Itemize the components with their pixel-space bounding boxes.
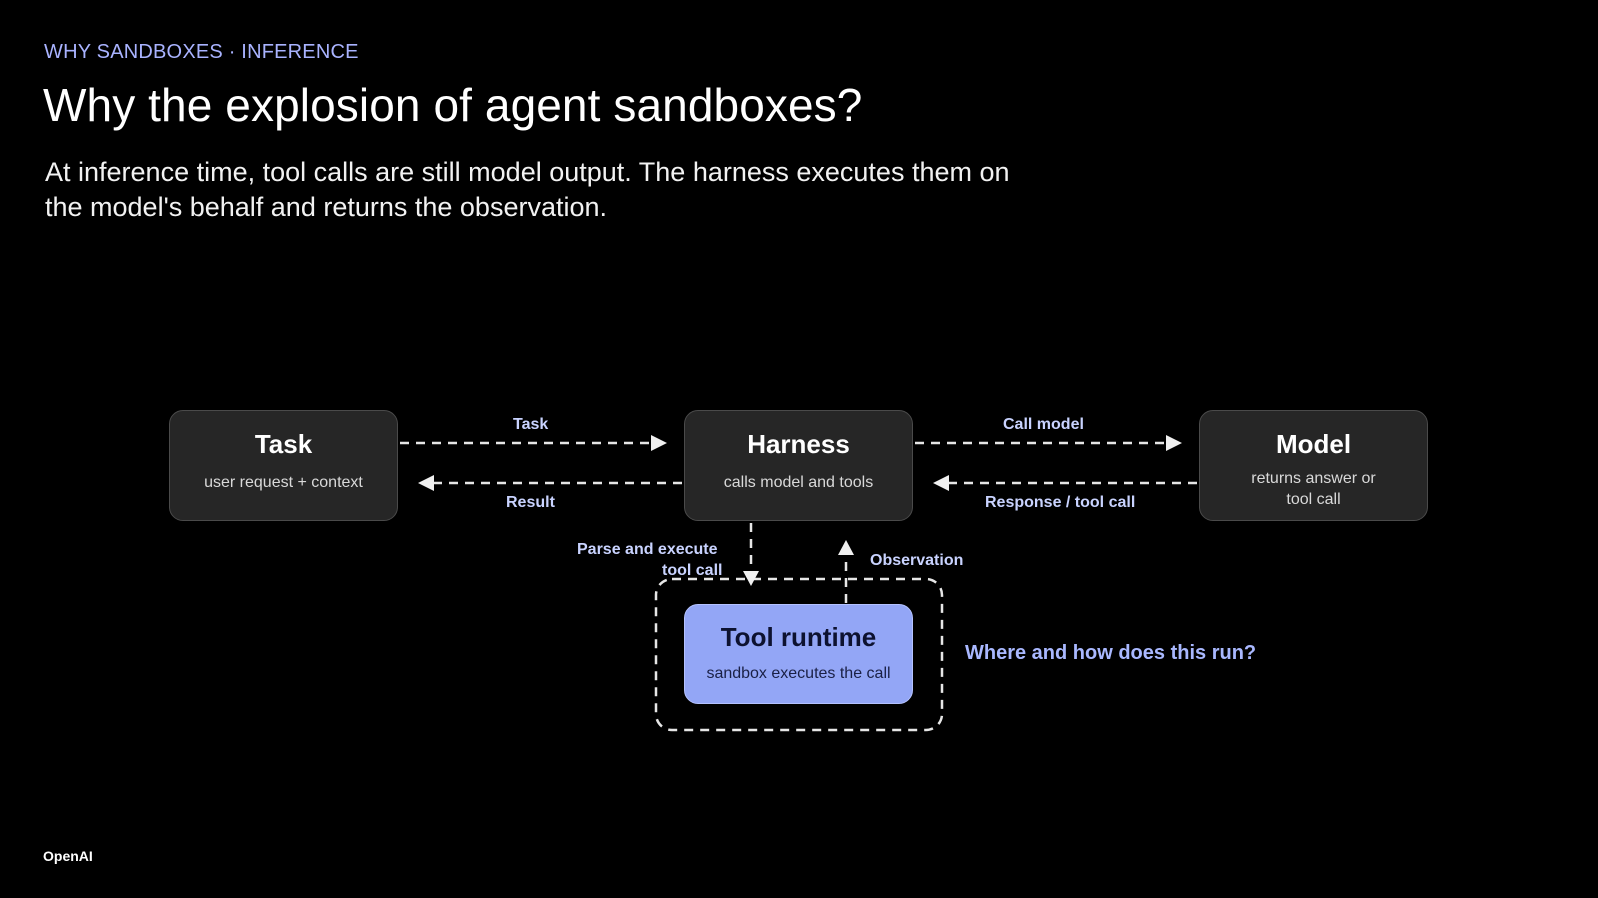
sandbox-boundary xyxy=(654,577,944,732)
tool-runtime-node-name: Tool runtime xyxy=(720,622,877,652)
task-node: Task user request + context xyxy=(169,410,398,521)
sandbox-question: Where and how does this run? xyxy=(965,642,1257,664)
task-node-desc: user request + context xyxy=(204,474,363,491)
edge-label-call-model: Call model xyxy=(1003,416,1084,433)
harness-node: Harness calls model and tools xyxy=(684,410,913,521)
harness-node-name: Harness xyxy=(747,429,850,459)
edge-label-observation: Observation xyxy=(870,552,964,569)
arrowhead-harness-to-model xyxy=(1166,435,1182,451)
edge-label-response: Response / tool call xyxy=(985,494,1136,511)
edge-label-parse-execute: Parse and execute xyxy=(577,541,718,558)
model-node: Model returns answer or tool call xyxy=(1199,410,1428,521)
tool-runtime-node-desc: sandbox executes the call xyxy=(706,665,891,682)
arrowhead-model-to-harness xyxy=(933,475,949,491)
task-node-name: Task xyxy=(254,429,313,459)
arrowhead-harness-to-task xyxy=(418,475,434,491)
arrowhead-runtime-to-harness xyxy=(838,540,854,555)
arrowhead-harness-to-runtime xyxy=(743,571,759,586)
model-node-desc: returns answer or tool call xyxy=(1251,470,1376,508)
brand-logo: OpenAI xyxy=(43,848,93,864)
edge-label-task: Task xyxy=(513,416,549,433)
tool-runtime-node: Tool runtime sandbox executes the call xyxy=(684,604,913,704)
harness-node-desc: calls model and tools xyxy=(723,474,874,491)
section-eyebrow: WHY SANDBOXES · INFERENCE xyxy=(44,41,359,63)
edge-label-result: Result xyxy=(506,494,555,511)
model-node-name: Model xyxy=(1275,429,1352,459)
slide-title: Why the explosion of agent sandboxes? xyxy=(43,79,863,131)
edge-label-tool-call: tool call xyxy=(662,562,723,579)
arrowhead-task-to-harness xyxy=(651,435,667,451)
slide-subtitle: At inference time, tool calls are still … xyxy=(45,157,1010,222)
